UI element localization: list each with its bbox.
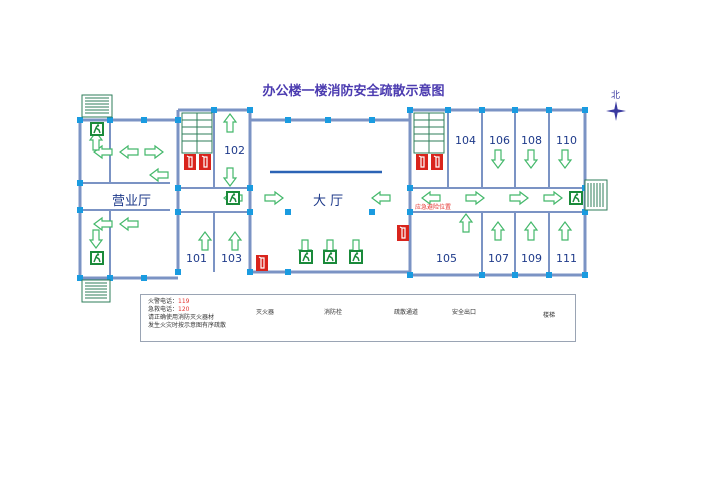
emergency-phone: 120 — [178, 306, 190, 313]
inner-walls — [80, 110, 585, 278]
emergency-phone-label: 急救电话： — [148, 306, 179, 313]
legend-box — [140, 294, 576, 342]
legend-hydrant: 消防栓 — [324, 309, 343, 316]
legend-phones: 火警电话：119 急救电话：120 请正确使用消防灭火器材 发生火灾时按示意图有… — [148, 298, 226, 330]
room-105: 105 — [436, 252, 457, 265]
legend-note-2: 发生火灾时按示意图有序疏散 — [148, 322, 227, 329]
fire-phone: 119 — [178, 298, 190, 305]
room-106: 106 — [489, 134, 510, 147]
legend-extinguisher: 灭火器 — [256, 309, 275, 316]
legend-stairs: 楼梯 — [543, 312, 556, 319]
room-104: 104 — [455, 134, 476, 147]
assembly-point-label: 应急避险位置 — [415, 204, 452, 211]
room-111: 111 — [556, 252, 577, 265]
stairs-icon — [81, 94, 608, 303]
room-102: 102 — [224, 144, 245, 157]
fire-phone-label: 火警电话： — [148, 298, 179, 305]
legend-exit: 安全出口 — [452, 309, 477, 316]
north-label: 北 — [611, 91, 621, 101]
business-hall-label: 营业厅 — [112, 194, 152, 209]
legend-note-1: 请正确使用消防灭火器材 — [148, 314, 215, 321]
room-107: 107 — [488, 252, 509, 265]
room-101: 101 — [186, 252, 207, 265]
room-108: 108 — [521, 134, 542, 147]
room-109: 109 — [521, 252, 542, 265]
room-103: 103 — [221, 252, 242, 265]
legend-route: 疏散通道 — [394, 309, 419, 316]
compass-icon — [606, 101, 626, 121]
lobby-label: 大 厅 — [313, 194, 344, 209]
room-110: 110 — [556, 134, 577, 147]
page-title: 办公楼一楼消防安全疏散示意图 — [262, 84, 445, 99]
